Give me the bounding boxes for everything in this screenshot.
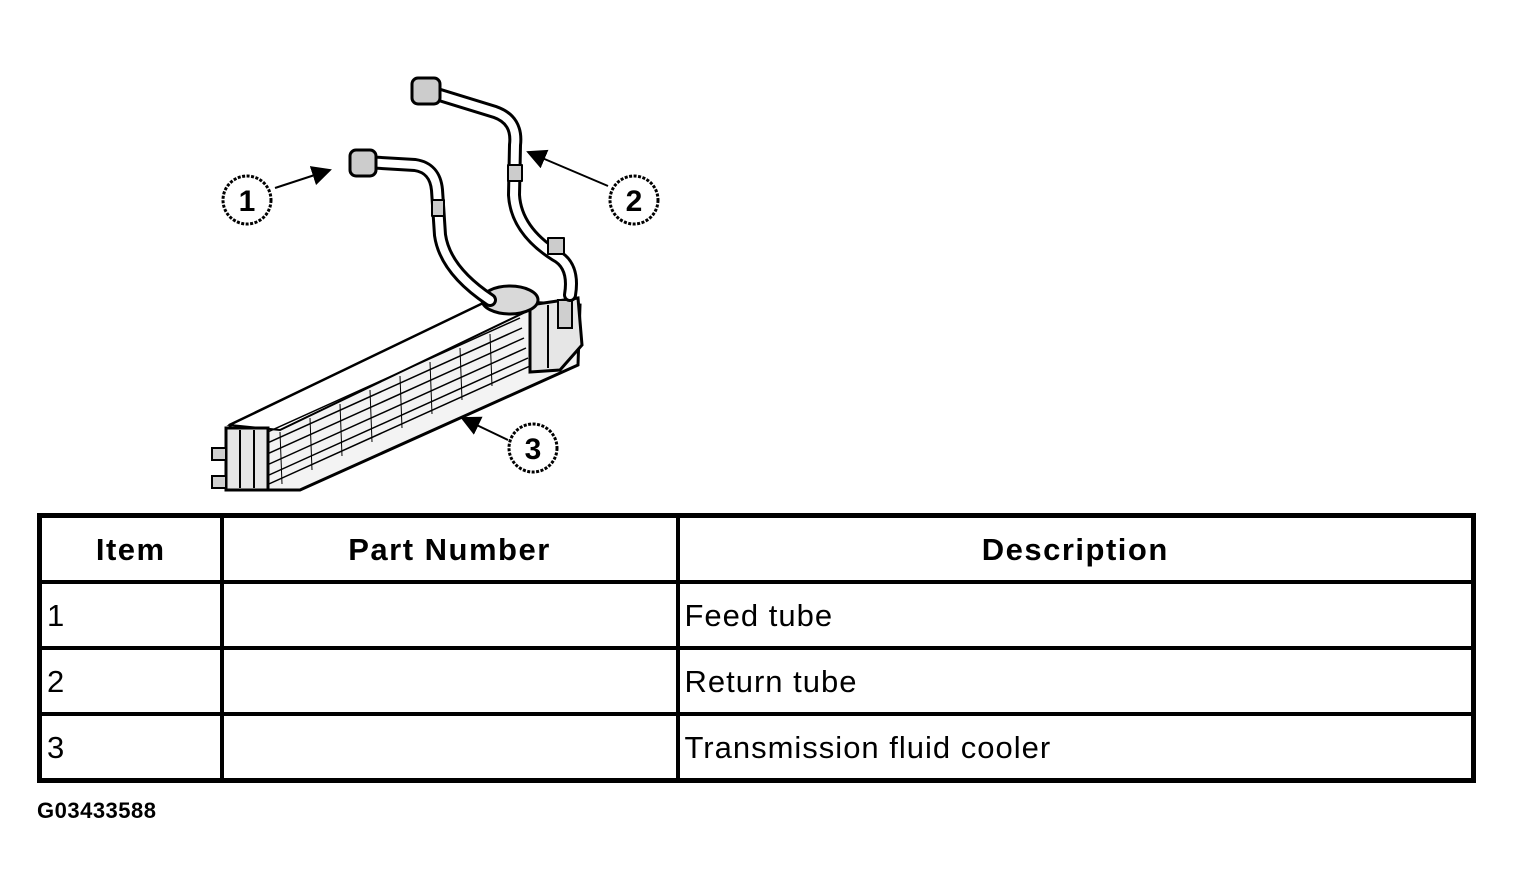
cell-part-number: [219, 712, 680, 783]
figure-id: G03433588: [37, 798, 157, 823]
callout-3-label: 3: [525, 433, 542, 466]
cell-part-number: [219, 646, 680, 716]
callout-3: 3: [460, 416, 559, 474]
feed-tube-drawing: [348, 148, 497, 307]
table-header-row: Item Part Number Description: [37, 513, 1476, 584]
callout-2-label: 2: [626, 185, 643, 218]
header-part-number: Part Number: [219, 513, 680, 584]
transmission-fluid-cooler-drawing: [211, 284, 584, 492]
parts-table: Item Part Number Description 1 Feed tube…: [37, 513, 1476, 783]
cell-item: 3: [37, 712, 224, 783]
callout-1-label: 1: [239, 185, 256, 218]
cell-item: 2: [37, 646, 224, 716]
header-description: Description: [675, 513, 1476, 584]
cell-part-number: [219, 580, 680, 650]
table-row: 1 Feed tube: [37, 580, 1476, 650]
callout-2: 2: [526, 149, 660, 226]
cell-description: Transmission fluid cooler: [675, 712, 1476, 783]
header-item: Item: [37, 513, 224, 584]
cell-item: 1: [37, 580, 224, 650]
return-tube-drawing: [410, 76, 578, 302]
table-row: 2 Return tube: [37, 646, 1476, 716]
cell-description: Feed tube: [675, 580, 1476, 650]
cell-description: Return tube: [675, 646, 1476, 716]
callout-1: 1: [221, 166, 332, 226]
transmission-cooler-illustration: 1 2 3: [211, 76, 660, 492]
table-row: 3 Transmission fluid cooler: [37, 712, 1476, 783]
